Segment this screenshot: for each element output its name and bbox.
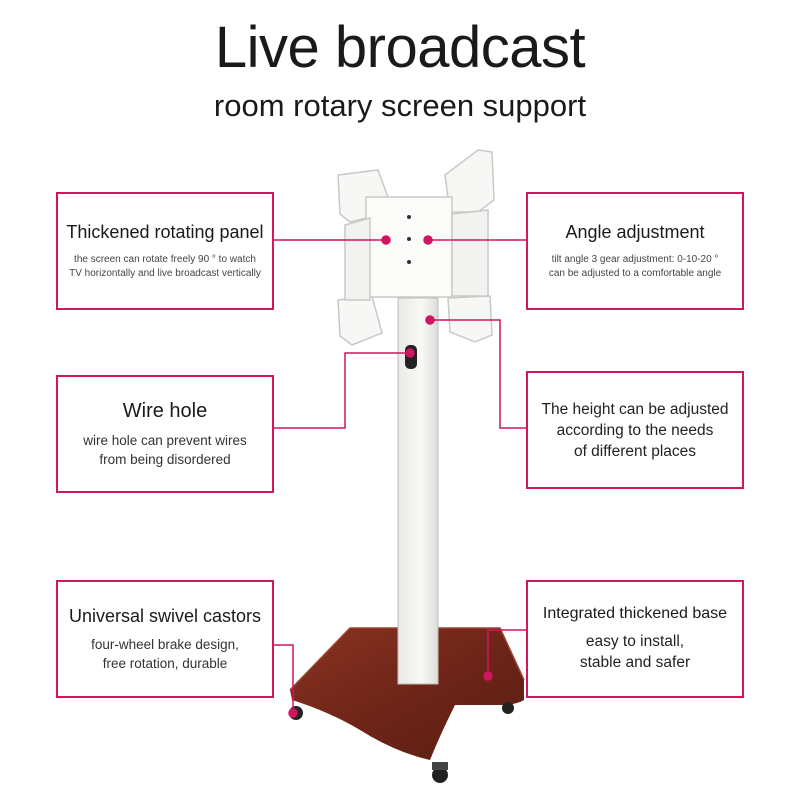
callout-height-adjust: The height can be adjusted according to … — [526, 371, 744, 489]
callout-rotating-panel: Thickened rotating panel the screen can … — [56, 192, 274, 310]
page-subtitle: room rotary screen support — [213, 88, 587, 123]
vesa-screw-holes — [407, 215, 411, 264]
callout-description: the screen can rotate freely 90 ° to wat… — [69, 253, 261, 279]
callout-description: easy to install, stable and safer — [579, 633, 691, 671]
callout-wire-hole: Wire hole wire hole can prevent wires fr… — [56, 375, 274, 493]
connector-lines — [274, 235, 526, 718]
callout-base: Integrated thickened base easy to instal… — [526, 580, 744, 698]
stand-pole — [397, 297, 439, 685]
callout-description: tilt angle 3 gear adjustment: 0-10-20 ° … — [548, 253, 722, 279]
callout-heading: Universal swivel castors — [68, 605, 262, 626]
callout-description: wire hole can prevent wires from being d… — [83, 432, 247, 467]
callout-heading: Thickened rotating panel — [66, 221, 264, 242]
callout-heading: Wire hole — [122, 399, 208, 422]
callout-angle-adjustment: Angle adjustment tilt angle 3 gear adjus… — [526, 192, 744, 310]
callout-heading: Integrated thickened base — [542, 605, 728, 622]
page-title: Live broadcast — [214, 15, 586, 80]
vesa-mount — [337, 149, 495, 346]
callout-description: four-wheel brake design, free rotation, … — [91, 636, 239, 671]
callout-castors: Universal swivel castors four-wheel brak… — [56, 580, 274, 698]
callout-heading: Angle adjustment — [565, 221, 705, 242]
callout-description: The height can be adjusted according to … — [541, 400, 729, 460]
